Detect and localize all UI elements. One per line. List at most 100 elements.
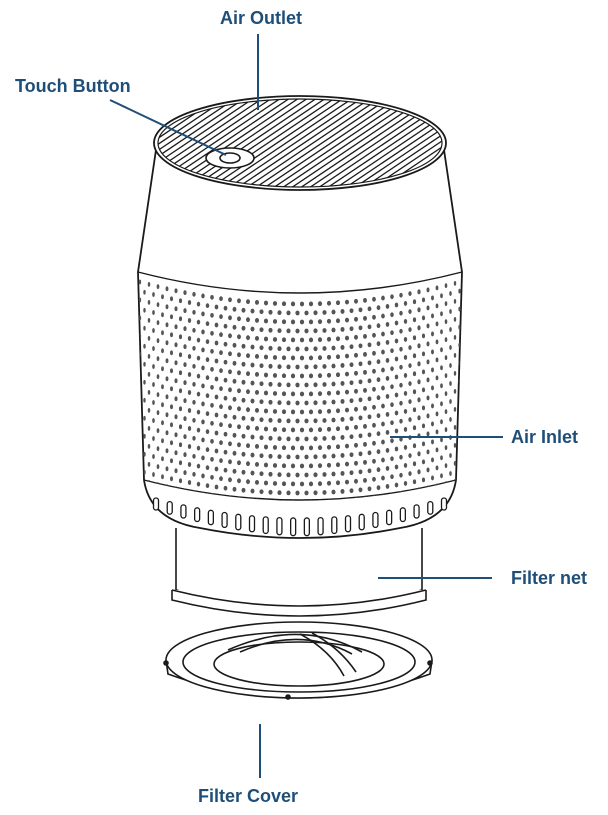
perforation-dot (394, 410, 399, 416)
perforation-dot (281, 463, 287, 469)
perforation-dot (250, 344, 255, 350)
perforation-dot (449, 471, 452, 476)
label-touch-button: Touch Button (15, 76, 131, 96)
grille-line (0, 96, 59, 190)
perforation-dot (178, 316, 183, 322)
perforation-dot (372, 368, 376, 374)
perforation-dot (317, 301, 323, 307)
perforation-dot (349, 344, 354, 350)
vent-slot (207, 509, 215, 526)
perforation-dot (363, 315, 367, 321)
perforation-dot (232, 360, 237, 366)
perforation-dot (138, 459, 142, 465)
perforation-dot (326, 354, 332, 360)
perforation-dot (281, 481, 287, 487)
perforation-dot (205, 357, 210, 363)
grille-line (0, 96, 86, 190)
perforation-dot (241, 397, 246, 403)
perforation-dot (340, 363, 345, 368)
perforation-dot (290, 481, 296, 487)
perforation-dot (254, 480, 260, 485)
perforation-dot (290, 301, 296, 307)
perforation-dot (326, 372, 332, 378)
perforation-dot (223, 467, 228, 473)
perforation-dot (435, 357, 439, 363)
perforation-dot (349, 452, 354, 458)
perforation-dot (344, 317, 350, 323)
perforation-dot (263, 390, 269, 396)
perforation-dot (161, 348, 164, 354)
grille-line (0, 96, 95, 190)
perforation-dot (174, 450, 178, 456)
perforation-dot (174, 342, 178, 348)
perforation-dot (170, 332, 173, 338)
perforation-dot (161, 312, 164, 318)
perforation-dot (317, 409, 323, 415)
perforation-dot (183, 434, 187, 440)
perforation-dot (210, 294, 214, 300)
perforation-dot (326, 390, 332, 396)
perforation-dot (187, 390, 192, 395)
perforation-dot (440, 365, 443, 371)
perforation-dot (170, 476, 173, 482)
perforation-dot (241, 487, 246, 493)
perforation-dot (223, 377, 228, 383)
perforation-dot (223, 413, 228, 419)
perforation-dot (354, 406, 358, 412)
perforation-dot (435, 321, 439, 327)
perforation-dot (444, 337, 448, 343)
perforation-dot (358, 451, 363, 457)
perforation-dot (372, 476, 376, 482)
leader-lines (109, 34, 503, 778)
perforation-dot (232, 450, 237, 456)
grille-line (0, 96, 50, 190)
perforation-dot (277, 454, 282, 460)
grille-line (0, 96, 23, 190)
perforation-dot (143, 289, 146, 295)
bottom-vent-slots (152, 497, 448, 537)
perforation-dot (290, 427, 296, 433)
perforation-dot (444, 409, 448, 415)
perforation-dot (367, 414, 372, 420)
perforation-dot (295, 400, 300, 406)
perforation-dot (187, 426, 192, 431)
perforation-dot (254, 390, 260, 395)
perforation-dot (385, 340, 390, 345)
perforation-dot (161, 402, 164, 408)
grille-line (224, 99, 366, 187)
perforation-dot (358, 415, 363, 421)
perforation-dot (390, 312, 394, 318)
perforation-dot (254, 372, 260, 377)
perforation-dot (152, 382, 155, 387)
perforation-dot (161, 438, 164, 444)
perforation-dot (263, 444, 269, 450)
perforation-dot (399, 418, 403, 424)
perforation-dot (417, 451, 421, 457)
perforation-dot (196, 319, 201, 325)
perforation-dot (299, 427, 305, 433)
perforation-dot (449, 507, 452, 512)
perforation-dot (183, 326, 187, 332)
perforation-dot (147, 336, 151, 341)
grille-line (440, 99, 442, 187)
perforation-dot (272, 391, 278, 396)
perforation-dot (435, 375, 439, 381)
perforation-dot (237, 316, 241, 322)
perforation-dot (219, 476, 223, 482)
perforation-dot (272, 319, 278, 324)
perforation-dot (174, 414, 178, 420)
perforation-dot (152, 454, 155, 459)
perforation-dot (223, 323, 228, 329)
perforation-dot (254, 444, 260, 449)
perforation-dot (178, 424, 183, 430)
perforation-dot (192, 453, 196, 459)
perforation-dot (376, 467, 381, 473)
perforation-dot (417, 361, 421, 367)
perforation-dot (435, 393, 439, 399)
perforation-dot (196, 463, 201, 469)
perforation-dot (299, 319, 305, 325)
perforation-dot (196, 427, 201, 433)
perforation-dot (440, 401, 443, 407)
perforation-dot (219, 350, 223, 356)
perforation-dot (322, 382, 327, 387)
